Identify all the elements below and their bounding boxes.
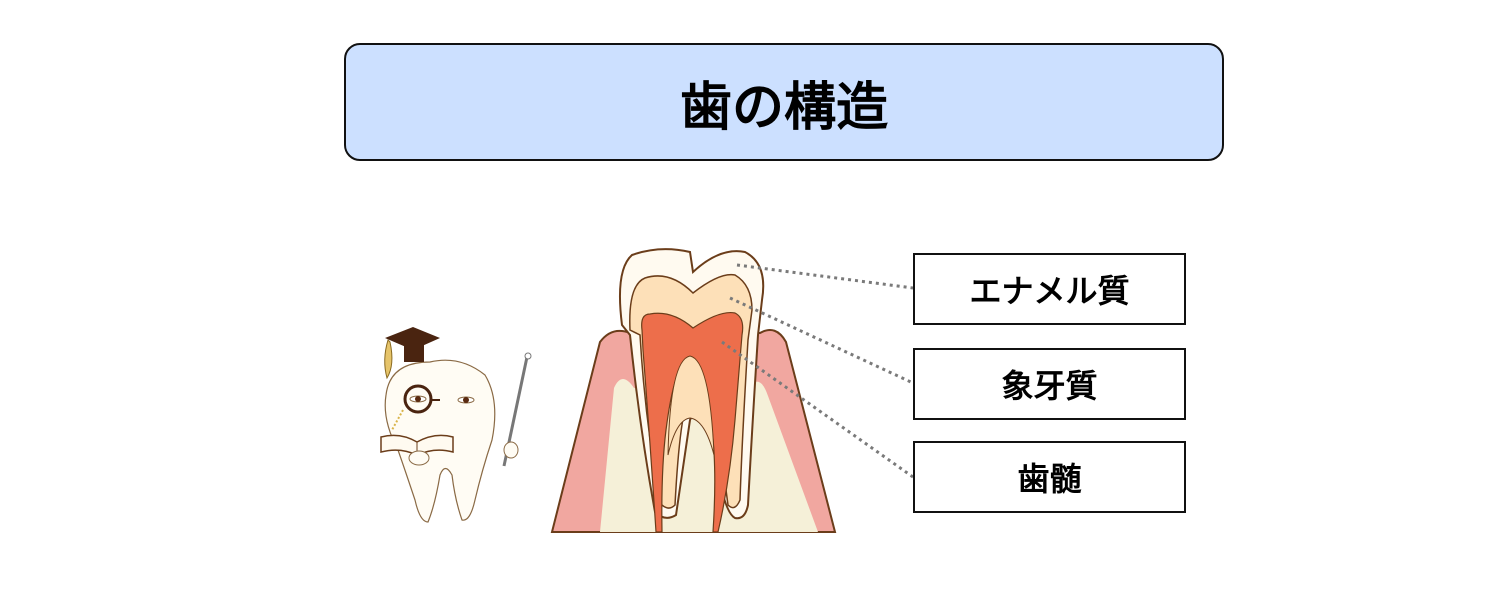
label-pulp: 歯髄 [913, 441, 1186, 513]
tooth-cross-section [550, 248, 837, 533]
graduation-cap-icon [384, 327, 440, 380]
pulp [641, 311, 744, 533]
page-title: 歯の構造 [344, 43, 1224, 161]
pointer-stick-icon [502, 352, 532, 467]
teacher-tooth-mascot [380, 327, 532, 523]
inner-dentin [667, 355, 715, 456]
label-dentin: 象牙質 [913, 348, 1186, 420]
leader-lines [721, 263, 914, 479]
leader-line-dentin [729, 296, 914, 385]
leader-line-enamel [736, 263, 914, 290]
label-enamel: エナメル質 [913, 253, 1186, 325]
